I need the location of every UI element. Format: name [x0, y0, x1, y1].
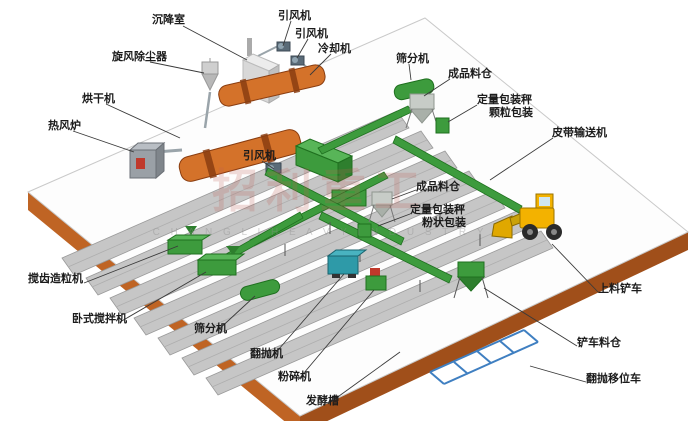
- label-fermentation-tank: 发酵槽: [306, 395, 339, 407]
- forklift-silo-unit: [453, 261, 489, 299]
- belt-conveyors: [211, 105, 523, 292]
- finished-silo-1-unit: [405, 93, 450, 134]
- label-powder-packing: 粉状包装: [422, 217, 466, 229]
- label-induced-draft-fan-2: 引风机: [295, 28, 328, 40]
- fan-units: [265, 41, 305, 174]
- label-finished-product-silo-2: 成品料仓: [416, 181, 460, 193]
- loader-bucket: [491, 215, 513, 239]
- powder-packing-machine: [357, 223, 372, 238]
- label-packing-scale-granule: 定量包装秤: [477, 94, 532, 106]
- furnace-door: [136, 158, 145, 169]
- label-cyclone-dust-collector: 旋风除尘器: [112, 51, 167, 63]
- label-hot-air-furnace: 热风炉: [48, 120, 81, 132]
- label-crusher: 粉碎机: [278, 371, 311, 383]
- label-screening-machine-bottom: 筛分机: [194, 323, 227, 335]
- platform-right-side: [300, 232, 688, 421]
- granule-packing-machine: [435, 117, 450, 134]
- label-cooling-machine: 冷却机: [318, 43, 351, 55]
- label-loading-forklift: 上料铲车: [598, 283, 642, 295]
- label-belt-conveyor: 皮带输送机: [552, 127, 607, 139]
- screening-machine-bottom-unit: [239, 279, 281, 301]
- finished-silo-2-unit: [357, 191, 396, 238]
- cooler-drum: [218, 64, 326, 107]
- label-packing-scale-powder: 定量包装秤: [410, 204, 465, 216]
- cyclone-unit: [201, 58, 219, 92]
- wheel-loader: [491, 193, 562, 240]
- label-induced-draft-fan-1: 引风机: [278, 10, 311, 22]
- hot-air-furnace-unit: [128, 141, 166, 180]
- label-screening-machine-top: 筛分机: [396, 53, 429, 65]
- horizontal-mixer-unit: [196, 246, 246, 276]
- label-granule-packing: 颗粒包装: [489, 107, 533, 119]
- paddle-granulator-unit: [166, 226, 212, 255]
- label-compost-turner: 翻抛机: [250, 348, 283, 360]
- label-induced-draft-fan-3: 引风机: [243, 150, 276, 162]
- label-paddle-granulator: 搅齿造粒机: [28, 273, 83, 285]
- label-dryer: 烘干机: [82, 93, 115, 105]
- stack-pipe: [247, 38, 252, 56]
- loader-body: [519, 207, 555, 229]
- label-forklift-silo: 铲车料仓: [577, 337, 621, 349]
- leader-lines: [72, 20, 599, 405]
- conveyor: [318, 211, 453, 284]
- crusher-unit: [365, 268, 387, 291]
- turner-shift-rail: [429, 329, 539, 385]
- label-settling-chamber: 沉降室: [152, 14, 185, 26]
- conveyor: [392, 135, 523, 214]
- dryer-drum: [178, 129, 302, 182]
- label-turner-shift-car: 翻抛移位车: [586, 373, 641, 385]
- label-finished-product-silo-1: 成品料仓: [448, 68, 492, 80]
- label-horizontal-mixer: 卧式搅拌机: [72, 313, 127, 325]
- compost-turner-unit: [326, 249, 368, 278]
